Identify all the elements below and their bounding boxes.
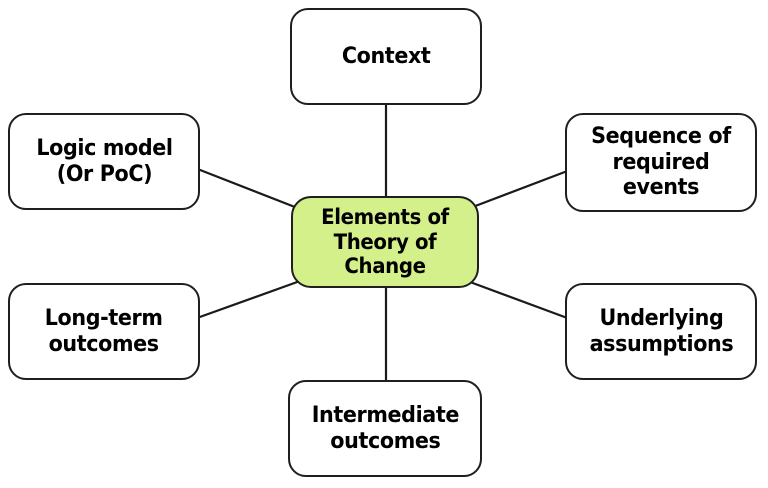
node-elements-of-theory-of-change-label: Elements of Theory of Change [321, 204, 449, 279]
node-elements-of-theory-of-change: Elements of Theory of Change [291, 196, 479, 288]
connector-center-longterm [195, 279, 302, 320]
node-intermediate-outcomes: Intermediate outcomes [288, 380, 482, 477]
node-sequence-of-required-events-label: Sequence of required events [591, 123, 731, 201]
node-long-term-outcomes: Long-term outcomes [8, 283, 200, 380]
node-logic-model-label: Logic model (Or PoC) [35, 135, 173, 187]
node-context-label: Context [341, 43, 431, 69]
connector-center-logic [193, 166, 302, 211]
node-logic-model: Logic model (Or PoC) [8, 113, 200, 210]
node-sequence-of-required-events: Sequence of required events [565, 113, 757, 212]
node-underlying-assumptions-label: Underlying assumptions [589, 305, 733, 357]
node-long-term-outcomes-label: Long-term outcomes [45, 305, 163, 357]
node-underlying-assumptions: Underlying assumptions [565, 283, 757, 380]
connector-center-underlying [468, 280, 572, 321]
connector-center-sequence [468, 168, 572, 210]
node-context: Context [290, 8, 482, 105]
node-intermediate-outcomes-label: Intermediate outcomes [311, 402, 459, 454]
